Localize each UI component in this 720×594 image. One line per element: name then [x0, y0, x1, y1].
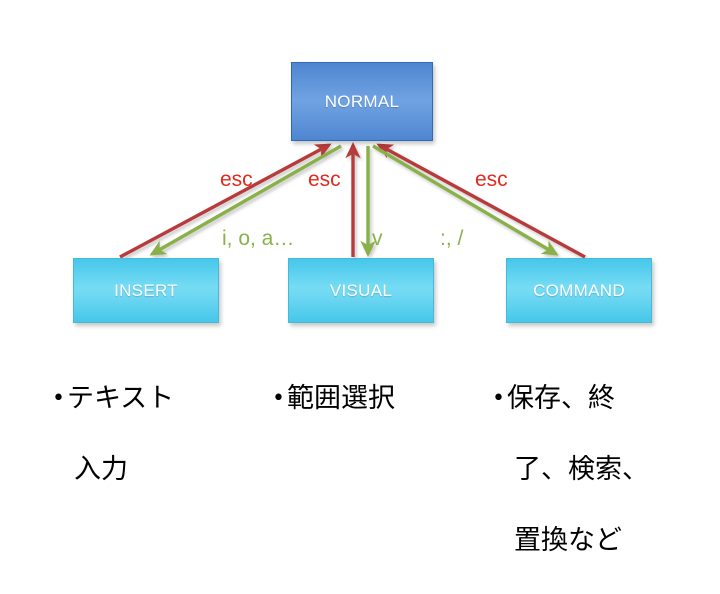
caption-visual: •範囲選択 — [272, 345, 472, 452]
caption-insert-line2: 入力 — [74, 453, 128, 485]
caption-command-line1: 保存、終 — [506, 382, 615, 414]
edge-label-esc-command: esc — [475, 168, 508, 191]
caption-command-bullet: • — [492, 385, 505, 411]
edge-label-keys-visual: v — [372, 227, 383, 250]
caption-visual-line1: 範囲選択 — [286, 382, 395, 414]
caption-insert: •テキスト 入力 — [52, 345, 252, 523]
mode-box-insert[interactable]: INSERT — [73, 258, 219, 323]
edge-label-keys-insert: i, o, a… — [222, 227, 295, 250]
mode-box-visual[interactable]: VISUAL — [288, 258, 434, 323]
mode-box-insert-label: INSERT — [114, 280, 178, 300]
mode-box-command-label: COMMAND — [533, 280, 625, 300]
mode-box-visual-label: VISUAL — [329, 280, 393, 300]
arrow-command-to-normal — [376, 143, 586, 259]
caption-visual-bullet: • — [272, 385, 285, 411]
edge-label-esc-visual: esc — [308, 168, 341, 191]
edge-label-esc-insert: esc — [220, 168, 253, 191]
caption-insert-line1: テキスト — [66, 382, 175, 414]
caption-insert-bullet: • — [52, 385, 65, 411]
caption-command: •保存、終 了、検索、 置換など — [492, 345, 682, 594]
mode-box-command[interactable]: COMMAND — [506, 258, 652, 323]
caption-command-line2: 了、検索、 — [514, 453, 649, 485]
edge-label-keys-command: :, / — [440, 227, 464, 250]
caption-command-line3: 置換など — [514, 525, 622, 557]
mode-box-normal-label: NORMAL — [324, 91, 400, 111]
arrow-normal-to-command — [372, 144, 559, 256]
mode-box-normal[interactable]: NORMAL — [291, 62, 433, 141]
slide-canvas: NORMAL INSERT VISUAL COMMAND esc esc esc… — [52, 62, 652, 557]
